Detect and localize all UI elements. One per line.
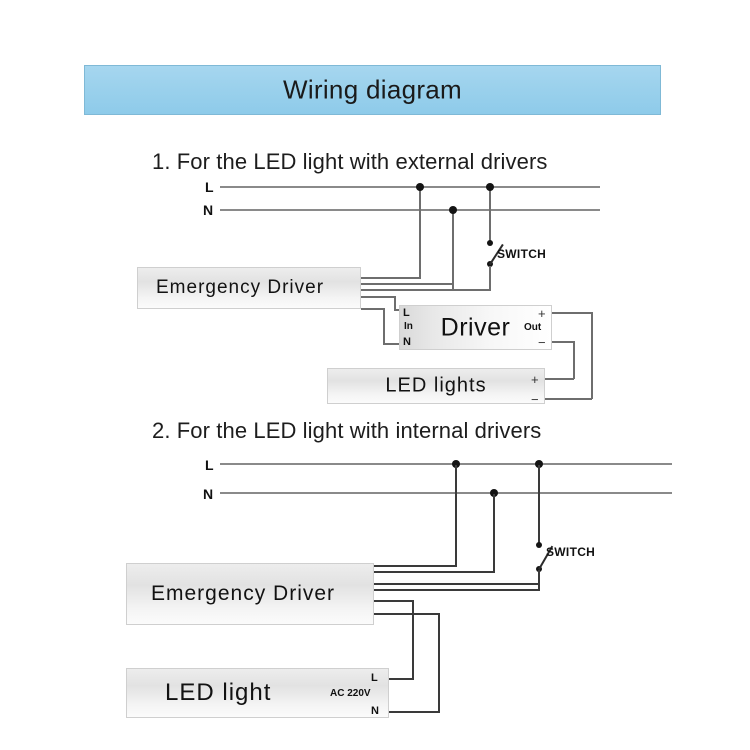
driver-terminal-plus-label: + xyxy=(538,306,546,321)
section-1-junction-dot-neutral xyxy=(449,206,457,214)
led-light-terminal-neutral-label: N xyxy=(371,705,379,717)
driver-in-label: In xyxy=(404,321,413,332)
section-2-live-drop-wire-2 xyxy=(538,465,540,545)
section-2-ed-feed-switch-return-wire xyxy=(374,583,540,585)
section-1-ed-out-neutral-h2 xyxy=(383,343,401,345)
led-light-voltage-label: AC 220V xyxy=(330,688,371,699)
section-1-driver-minus-h xyxy=(552,341,575,343)
emergency-driver-box-1-label: Emergency Driver xyxy=(156,277,325,298)
section-1-live-drop-wire-2 xyxy=(489,188,491,244)
section-2-ed-out-neutral-v xyxy=(438,613,440,712)
section-1-ed-out-neutral-h1 xyxy=(361,308,384,310)
section-1-live-rail-label: L xyxy=(205,179,214,195)
section-1-neutral-rail-wire xyxy=(220,209,600,211)
section-1-ed-feed-live-wire xyxy=(361,277,421,279)
section-1-live-rail-wire xyxy=(220,186,600,188)
section-2-ed-feed-live-wire xyxy=(374,565,457,567)
section-2-junction-dot-neutral xyxy=(490,489,498,497)
section-1-neutral-drop-wire xyxy=(452,211,454,290)
section-2-ed-out-neutral-h2 xyxy=(389,711,440,713)
section-1-ed-out-live-h2 xyxy=(394,309,401,311)
section-2-live-rail-label: L xyxy=(205,457,214,473)
led-lights-box-label: LED lights xyxy=(385,374,487,397)
section-1-ed-out-neutral-v xyxy=(383,308,385,344)
page-title: Wiring diagram xyxy=(282,74,463,105)
emergency-driver-box-2: Emergency Driver xyxy=(126,563,374,625)
led-light-box-2-label: LED light xyxy=(165,679,272,706)
section-1-heading: 1. For the LED light with external drive… xyxy=(152,149,548,174)
section-1-ed-out-live-v xyxy=(394,296,396,310)
section-2-ed-out-live-h1 xyxy=(374,600,414,602)
driver-out-label: Out xyxy=(524,322,542,333)
section-2-heading: 2. For the LED light with internal drive… xyxy=(152,418,542,443)
section-2-neutral-drop-wire xyxy=(493,494,495,571)
section-2-ed-out-neutral-h1 xyxy=(374,613,440,615)
section-2-neutral-rail-label: N xyxy=(203,486,214,502)
section-1-driver-minus-v xyxy=(573,341,575,379)
section-1-switch-output-vertical xyxy=(489,266,491,290)
section-2-ed-out-live-h2 xyxy=(389,678,414,680)
section-1-ed-out-live-h1 xyxy=(361,296,395,298)
section-1-junction-dot-live-2 xyxy=(486,183,494,191)
driver-terminal-live-label: L xyxy=(403,307,410,319)
section-1-driver-plus-h xyxy=(552,312,592,314)
led-lights-terminal-plus-label: + xyxy=(531,372,539,387)
section-2-switch-output-vertical xyxy=(538,570,540,590)
driver-box: Driver xyxy=(399,305,552,350)
emergency-driver-box-1: Emergency Driver xyxy=(137,267,361,309)
section-2-switch-terminal-top[interactable] xyxy=(536,542,542,548)
emergency-driver-box-2-label: Emergency Driver xyxy=(151,582,336,605)
section-1-driver-minus-to-led-plus xyxy=(545,378,574,380)
section-1-switch-label: SWITCH xyxy=(497,247,547,261)
section-1-junction-dot-live-1 xyxy=(416,183,424,191)
led-lights-box: LED lights xyxy=(327,368,545,404)
led-light-box-2: LED light xyxy=(126,668,389,718)
section-1-live-drop-wire-1 xyxy=(419,188,421,278)
driver-box-label: Driver xyxy=(440,313,511,341)
section-2-switch-label: SWITCH xyxy=(546,545,596,559)
section-2-live-drop-wire-1 xyxy=(455,465,457,565)
section-1-neutral-rail-label: N xyxy=(203,202,214,218)
section-1-driver-plus-v xyxy=(591,312,593,399)
section-1-driver-plus-to-led-minus xyxy=(545,398,592,400)
section-2-junction-dot-live-2 xyxy=(535,460,543,468)
led-light-terminal-live-label: L xyxy=(371,672,378,684)
driver-terminal-minus-label: − xyxy=(538,335,546,350)
section-2-neutral-rail-wire xyxy=(220,492,672,494)
section-2-switch-output-horizontal xyxy=(374,589,540,591)
section-2-ed-out-live-v xyxy=(412,600,414,679)
section-1-switch-output-horizontal xyxy=(361,289,491,291)
section-1-ed-feed-neutral-wire xyxy=(361,283,454,285)
led-lights-terminal-minus-label: − xyxy=(531,392,539,407)
section-2-ed-feed-neutral-wire xyxy=(374,571,495,573)
section-1-switch-terminal-top[interactable] xyxy=(487,240,493,246)
driver-terminal-neutral-label: N xyxy=(403,336,411,348)
section-2-junction-dot-live-1 xyxy=(452,460,460,468)
header-banner: Wiring diagram xyxy=(84,65,661,115)
section-2-live-rail-wire xyxy=(220,463,672,465)
